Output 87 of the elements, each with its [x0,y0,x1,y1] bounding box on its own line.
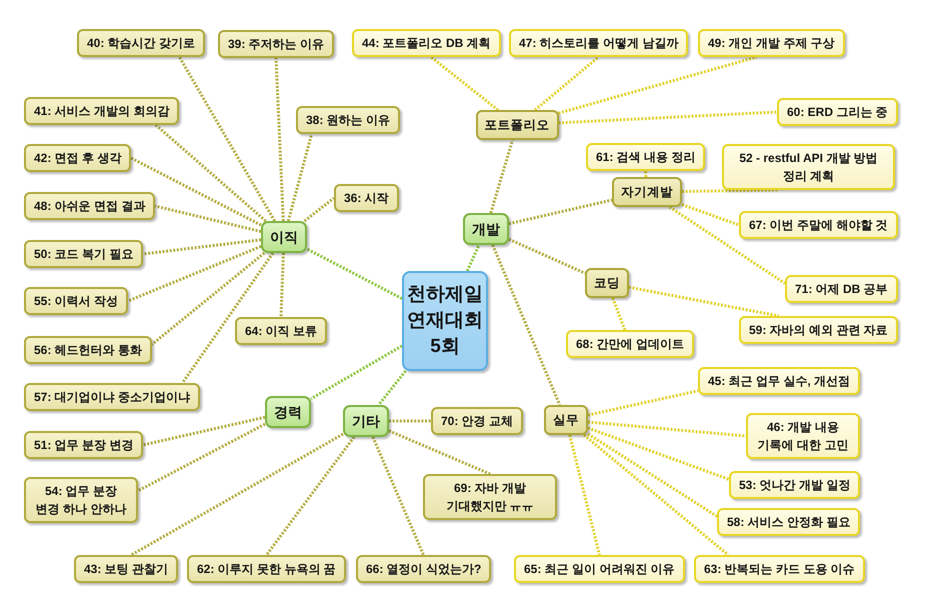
connector-line [682,188,778,193]
connector-line [280,252,285,318]
connector-line [286,134,314,222]
connector-line [304,196,335,222]
connector-line [377,370,407,406]
note-box: 44: 포트폴리오 DB 계획 [352,29,501,57]
note-box: 59: 자바의 예외 관련 자료 [739,316,898,344]
connector-line [137,422,266,492]
note-box: 47: 히스토리를 어떻게 남길까 [509,29,688,57]
subtopic-box: 포트폴리오 [476,110,558,140]
connector-line [644,170,648,178]
note-box: 46: 개발 내용 기록에 대한 고민 [746,413,860,459]
note-box: 58: 서비스 안정화 필요 [717,508,860,536]
note-box: 36: 시작 [334,184,399,212]
connector-line [181,252,274,384]
note-box: 38: 원하는 이유 [296,106,400,134]
connector-line [389,420,431,422]
note-box: 64: 이직 보류 [235,317,328,345]
connector-line [274,58,285,222]
connector-line [178,56,276,222]
note-box: 69: 자바 개발 기대했지만 ㅠㅠ [423,474,557,520]
connector-line [265,436,356,556]
note-box: 68: 간만에 업데이트 [566,330,694,358]
connector-line [130,432,344,556]
connector-line [489,140,514,214]
note-box: 51: 업무 분장 변경 [24,431,144,459]
connector-line [372,436,425,556]
connector-line [558,110,778,124]
note-box: 53: 엇나간 개발 일정 [729,471,860,499]
note-box: 61: 검색 내용 정리 [586,143,706,171]
note-box: 42: 면접 후 생각 [24,144,132,172]
connector-line [154,204,262,233]
note-box: 52 - restful API 개발 방법 정리 계획 [722,144,895,190]
note-box: 67: 이번 주말에 해야할 것 [739,211,898,239]
connector-line [142,238,262,256]
note-box: 50: 코드 복기 필요 [24,240,144,268]
connector-line [508,238,586,275]
connector-line [583,434,730,556]
note-box: 63: 반복되는 카드 도용 이슈 [694,555,865,583]
note-box: 55: 이력서 작성 [24,287,128,315]
note-box: 49: 개인 개발 주제 구상 [698,29,845,57]
connector-line [491,244,562,406]
subtopic-box: 자기계발 [612,177,682,207]
connector-line [587,426,730,481]
branch-topic-box: 개발 [463,213,509,245]
subtopic-box: 코딩 [585,268,629,298]
connector-line [430,56,499,112]
connector-line [388,429,491,476]
connector-line [306,248,403,300]
note-box: 40: 학습시간 갖기로 [77,29,206,57]
note-box: 56: 헤드헌터와 통화 [24,336,152,364]
connector-line [668,206,786,285]
connector-line [568,434,601,556]
connector-line [154,124,267,222]
connector-line [682,203,740,226]
branch-topic-box: 기타 [343,405,389,437]
connector-line [130,156,262,226]
branch-topic-box: 이직 [261,221,307,253]
note-box: 43: 보팅 관찰기 [74,555,178,583]
branch-topic-box: 경력 [265,396,311,428]
connector-line [151,252,266,346]
note-box: 54: 업무 분장 변경 하나 안하나 [24,477,138,523]
connector-line [508,198,612,226]
note-box: 62: 이루지 못한 뉴욕의 꿈 [187,555,346,583]
connector-line [466,244,480,272]
note-box: 39: 주저하는 이유 [218,30,334,58]
connector-line [127,245,262,302]
note-box: 71: 어제 DB 공부 [785,275,898,303]
connector-line [588,420,746,438]
connector-line [142,416,266,446]
subtopic-box: 실무 [544,405,588,435]
note-box: 70: 안경 교체 [431,407,524,435]
connector-line [611,297,626,331]
note-box: 57: 대기업이냐 중소기업이냐 [24,383,200,411]
note-box: 65: 최근 일이 어려워진 이유 [514,555,685,583]
central-topic-box: 천하제일 연재대회 5회 [402,271,488,371]
connector-line [534,56,600,112]
note-box: 45: 최근 업무 실수, 개선점 [698,367,860,395]
note-box: 60: ERD 그리는 중 [777,98,898,126]
connector-line [558,56,758,115]
note-box: 66: 열정이 식었는가? [356,555,492,583]
note-box: 41: 서비스 개발의 회의감 [24,97,180,125]
connector-line [628,286,780,318]
connector-line [588,389,698,417]
note-box: 48: 아쉬운 면접 결과 [24,192,156,220]
connector-line [587,432,718,518]
connector-line [310,344,403,400]
